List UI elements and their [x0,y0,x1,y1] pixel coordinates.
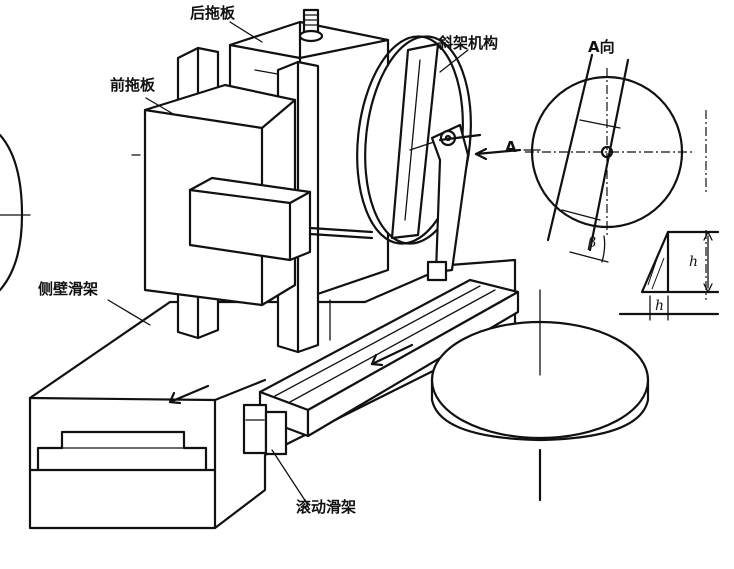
label-roller-slide: 滚动滑架 [296,498,357,516]
a-view-detail [525,53,695,263]
left-partial-circle [0,133,31,292]
support-arm [426,123,482,282]
label-tilt-mechanism: 斜架机构 [438,34,499,52]
roller-slide-block [242,403,288,456]
motion-arrows [168,343,414,405]
top-screw [298,8,324,43]
label-section-a: A [505,138,517,156]
label-front-carriage: 前拖板 [110,76,156,94]
round-table [430,289,650,502]
leader-lines [107,21,469,506]
actuator-block [188,176,312,262]
symbol-beta: β [588,235,597,251]
label-view-a: A向 [588,38,615,56]
symbol-h-lower: h [655,298,665,314]
connecting-rod [308,226,374,240]
label-side-slide: 侧壁滑架 [38,280,99,298]
wedge-detail [618,230,720,321]
symbol-h-upper: h [689,254,699,270]
label-rear-carriage: 后拖板 [190,4,236,22]
